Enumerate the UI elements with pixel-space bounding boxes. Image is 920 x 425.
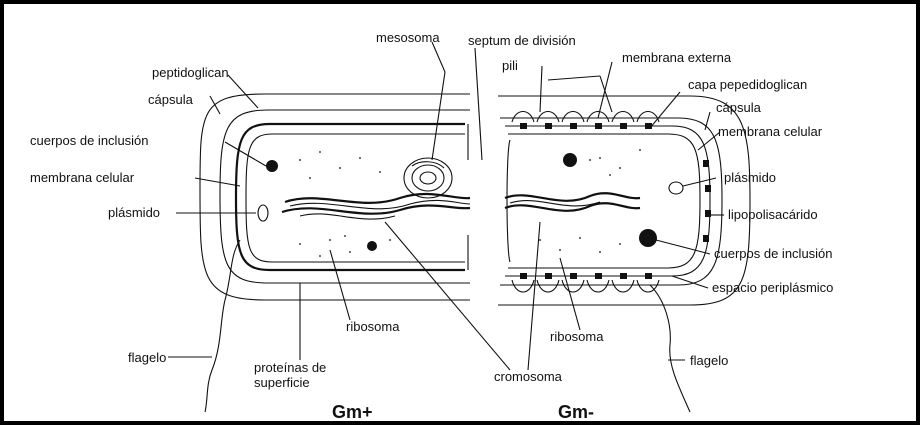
label-cromosoma: cromosoma <box>494 369 563 384</box>
inner-contour-right <box>507 140 510 262</box>
label-septum: septum de división <box>468 33 576 48</box>
label-cuerpos-inclusion-left: cuerpos de inclusión <box>30 133 149 148</box>
inclusion-body-left <box>266 160 278 172</box>
cell-wall-left <box>236 124 465 270</box>
lps-blocks <box>520 123 711 279</box>
pili-loops-top <box>512 112 659 123</box>
label-lipopolisacarido: lipopolisacárido <box>728 207 818 222</box>
label-peptidoglican: peptidoglican <box>152 65 229 80</box>
label-flagelo-right: flagelo <box>690 353 728 368</box>
label-membrana-externa: membrana externa <box>622 50 732 65</box>
label-gm-minus: Gm- <box>558 402 594 422</box>
label-plasmido-left: plásmido <box>108 205 160 220</box>
mesosome <box>404 158 452 198</box>
label-capsula-left: cápsula <box>148 92 194 107</box>
ribosome-left-dot <box>367 241 377 251</box>
flagellum-right <box>650 285 690 412</box>
label-proteinas-2: superficie <box>254 375 310 390</box>
label-capsula-right: cápsula <box>716 100 762 115</box>
inclusion-body-right <box>639 229 657 247</box>
plasmid-right <box>669 182 683 194</box>
label-membrana-celular-left: membrana celular <box>30 170 135 185</box>
ribosome-speckles-right <box>539 149 641 253</box>
label-flagelo-left: flagelo <box>128 350 166 365</box>
label-capa-pepedidoglican: capa pepedidoglican <box>688 77 807 92</box>
label-ribosoma-left: ribosoma <box>346 319 400 334</box>
label-pili: pili <box>502 58 518 73</box>
label-membrana-celular-right: membrana celular <box>718 124 823 139</box>
label-cuerpos-inclusion-right: cuerpos de inclusión <box>714 246 833 261</box>
chromosome-right <box>505 193 640 211</box>
label-plasmido-right: plásmido <box>724 170 776 185</box>
label-gm-plus: Gm+ <box>332 402 373 422</box>
gram-positive-cell <box>200 94 470 412</box>
label-ribosoma-right: ribosoma <box>550 329 604 344</box>
label-mesosoma: mesosoma <box>376 30 440 45</box>
flagellum-left <box>205 240 240 412</box>
ribosome-speckles-left <box>299 151 391 257</box>
peptidoglycan-outer-left <box>220 110 470 283</box>
plasmid-left <box>258 205 268 221</box>
inclusion-body-right-top <box>563 153 577 167</box>
label-proteinas-1: proteínas de <box>254 360 326 375</box>
outer-membrane-right <box>500 118 722 285</box>
chromosome-left <box>282 194 470 219</box>
label-espacio-periplasmico: espacio periplásmico <box>712 280 833 295</box>
